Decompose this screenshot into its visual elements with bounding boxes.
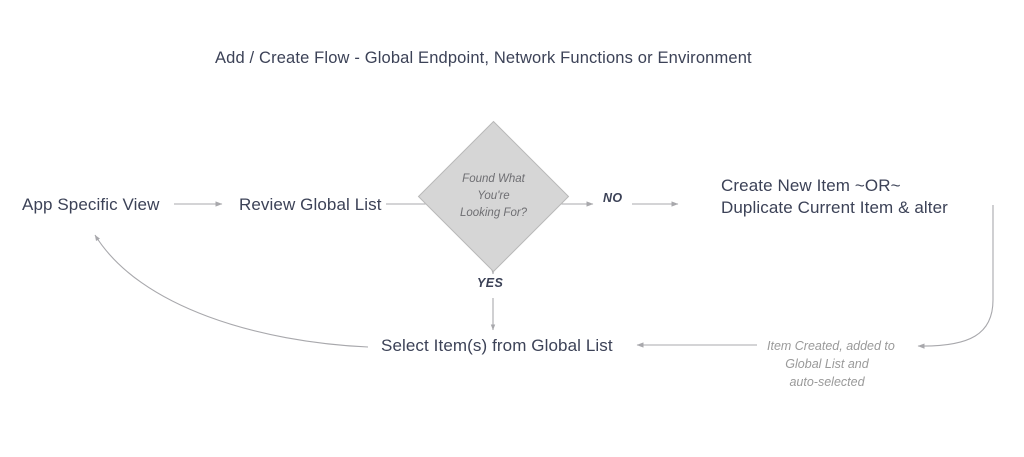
branch-label-yes: YES: [477, 276, 504, 290]
edge-select-to-app-curve: [94, 234, 369, 348]
node-select-items-from-global-list[interactable]: Select Item(s) from Global List: [381, 336, 613, 355]
annotation-item-created: Item Created, added to Global List and a…: [767, 339, 895, 390]
decision-label: Found What You're Looking For?: [459, 173, 528, 219]
node-review-global-list[interactable]: Review Global List: [239, 195, 382, 214]
node-create-or-duplicate[interactable]: Create New Item ~OR~ Duplicate Current I…: [721, 176, 948, 218]
edge-create-to-note-curve: [917, 205, 994, 349]
page-title: Add / Create Flow - Global Endpoint, Net…: [215, 49, 752, 67]
branch-label-no: NO: [603, 191, 623, 205]
node-decision-found-what-looking-for[interactable]: Found What You're Looking For?: [417, 120, 570, 273]
node-app-specific-view[interactable]: App Specific View: [22, 195, 160, 214]
